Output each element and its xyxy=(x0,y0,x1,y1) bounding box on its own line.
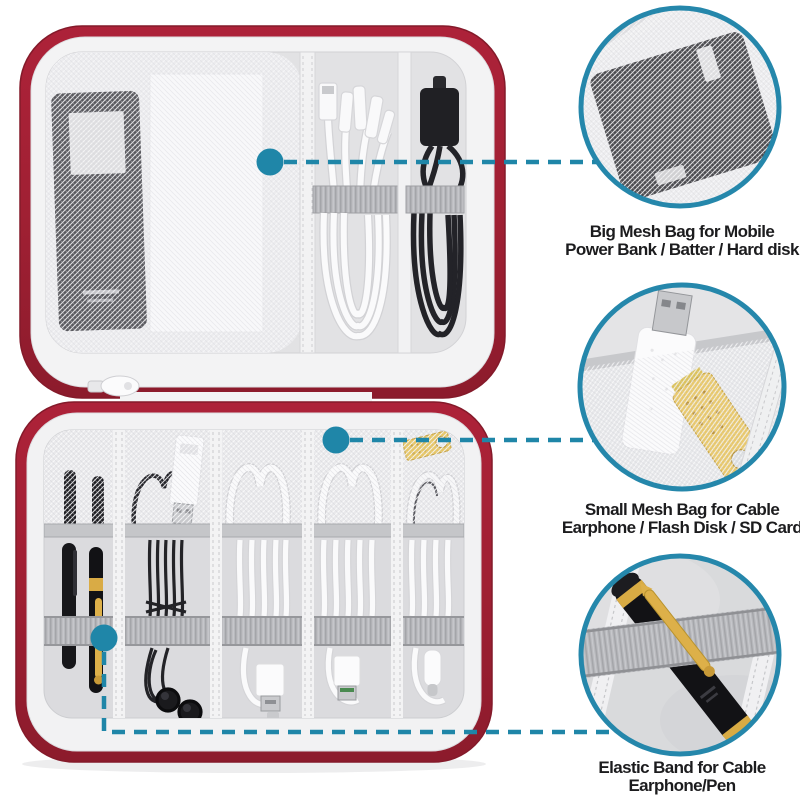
compartment-dividers xyxy=(113,430,403,718)
callout-dots xyxy=(90,148,350,652)
callout-label-line: Big Mesh Bag for Mobile xyxy=(589,222,775,241)
callout-circle-small-mesh-bag xyxy=(577,282,787,492)
callout-label-line: Earphone/Pen xyxy=(628,776,736,795)
elastic-strap xyxy=(312,185,401,214)
callout-label-elastic-band: Elastic Band for Cable Earphone/Pen xyxy=(540,759,800,795)
callout-circle-elastic-band xyxy=(578,553,782,757)
callout-label-line: Small Mesh Bag for Cable xyxy=(584,500,780,519)
callout-dot-icon xyxy=(322,426,350,454)
white-cable-micro-usb xyxy=(235,539,291,718)
elastic-strap xyxy=(405,185,465,214)
callout-connectors xyxy=(101,159,618,735)
earphones xyxy=(144,539,203,718)
callout-dot-icon xyxy=(256,148,284,176)
white-cable-usb xyxy=(319,539,377,706)
callout-label-line: Power Bank / Batter / Hard disk xyxy=(565,240,799,259)
white-charging-cable xyxy=(312,82,401,341)
big-mesh-pocket xyxy=(46,52,302,353)
mesh-hem-band xyxy=(44,523,464,538)
organizer-bottom-half xyxy=(15,401,493,763)
zipper-pull-icon xyxy=(87,375,140,397)
callout-label-big-mesh-bag: Big Mesh Bag for Mobile Power Bank / Bat… xyxy=(540,223,800,259)
callout-line-3 xyxy=(101,652,618,735)
callout-dot-icon xyxy=(90,624,118,652)
callout-label-small-mesh-bag: Small Mesh Bag for Cable Earphone / Flas… xyxy=(540,501,800,537)
callout-circle-big-mesh-bag xyxy=(578,5,782,209)
callout-label-line: Earphone / Flash Disk / SD Card xyxy=(561,518,800,537)
black-cable xyxy=(405,76,466,338)
white-cable-usb-c xyxy=(407,539,453,706)
organizer-top-half xyxy=(19,25,506,399)
callout-label-line: Elastic Band for Cable xyxy=(598,758,766,777)
